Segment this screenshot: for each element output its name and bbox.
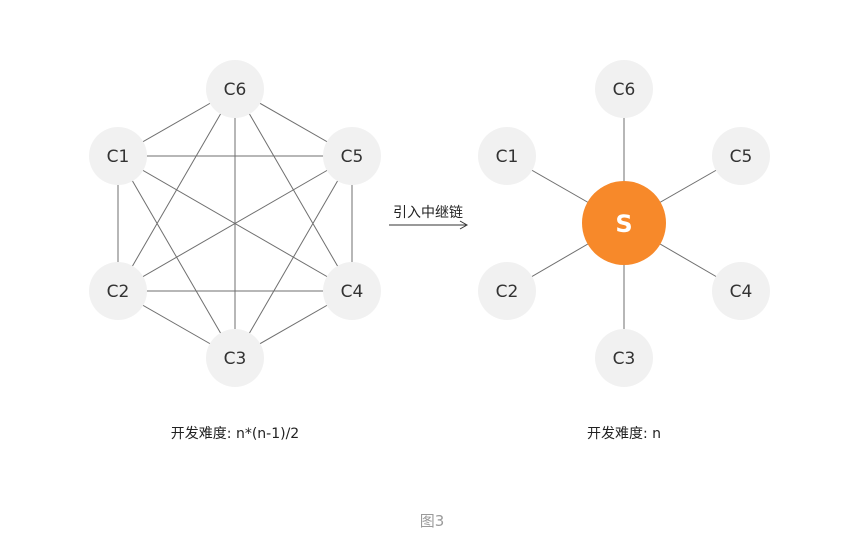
- svg-text:S: S: [615, 210, 632, 238]
- mesh-node-c4: C4: [323, 262, 381, 320]
- svg-text:C6: C6: [224, 80, 247, 100]
- svg-text:C2: C2: [496, 282, 519, 302]
- star-node-c6: C6: [595, 60, 653, 118]
- transition-label: 引入中继链: [393, 205, 463, 221]
- svg-text:C3: C3: [224, 349, 247, 369]
- mesh-edge: [117, 88, 236, 292]
- mesh-network: C1 C2 C3 C4 C5 C6 开发难度: n*(n-1)/2: [89, 60, 381, 442]
- mesh-edges: [117, 88, 353, 359]
- star-caption: 开发难度: n: [587, 426, 661, 442]
- mesh-node-c2: C2: [89, 262, 147, 320]
- mesh-node-c1: C1: [89, 127, 147, 185]
- svg-text:C5: C5: [341, 147, 364, 167]
- star-node-c3: C3: [595, 329, 653, 387]
- star-node-c1: C1: [478, 127, 536, 185]
- svg-text:C4: C4: [730, 282, 753, 302]
- mesh-caption: 开发难度: n*(n-1)/2: [171, 426, 299, 442]
- arrow-head-icon: [459, 220, 469, 230]
- mesh-edge: [234, 155, 353, 359]
- star-node-c4: C4: [712, 262, 770, 320]
- figure-caption: 图3: [420, 512, 445, 530]
- star-network: C1 C2 C3 C4 C5 C6 S 开发难度: n: [478, 60, 770, 442]
- svg-text:C1: C1: [496, 147, 519, 167]
- svg-text:C2: C2: [107, 282, 130, 302]
- transition-arrow: 引入中继链: [389, 205, 469, 230]
- svg-text:C1: C1: [107, 147, 130, 167]
- svg-text:C5: C5: [730, 147, 753, 167]
- star-hub: S: [582, 181, 666, 265]
- mesh-node-c3: C3: [206, 329, 264, 387]
- svg-text:C6: C6: [613, 80, 636, 100]
- star-node-c2: C2: [478, 262, 536, 320]
- star-node-c5: C5: [712, 127, 770, 185]
- svg-text:C4: C4: [341, 282, 364, 302]
- mesh-edge: [234, 88, 353, 292]
- mesh-node-c6: C6: [206, 60, 264, 118]
- mesh-node-c5: C5: [323, 127, 381, 185]
- svg-text:C3: C3: [613, 349, 636, 369]
